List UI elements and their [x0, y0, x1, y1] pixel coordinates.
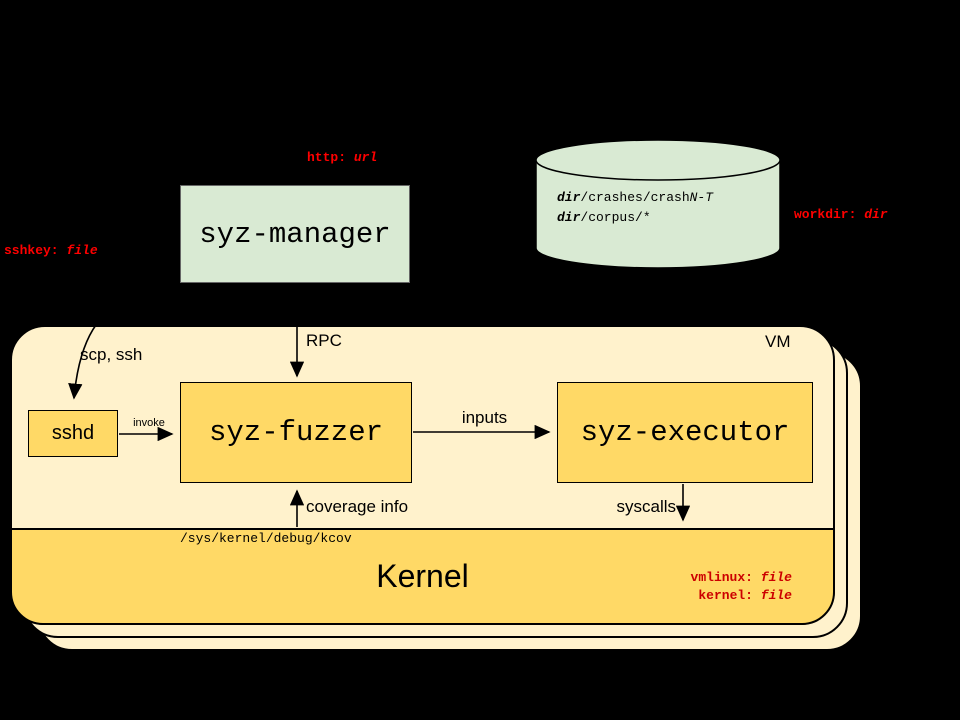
storage-dir-token: dir — [557, 210, 581, 225]
annotation-vmlinux: vmlinux: file — [600, 569, 792, 587]
sshd-label: sshd — [51, 422, 95, 444]
annotation-workdir-key: workdir: — [794, 207, 857, 222]
sshd-box: sshd — [28, 410, 118, 457]
syz-executor-box: syz-executor — [557, 382, 813, 483]
vm-label: VM — [765, 332, 791, 351]
coverage-info-label: coverage info — [306, 497, 409, 516]
storage-line-crashes: dir/crashes/crashN-T — [557, 190, 713, 205]
annotation-http-key: http: — [307, 150, 347, 165]
annotation-http: http: url — [307, 150, 377, 165]
annotation-vmlinux-value: file — [760, 570, 792, 585]
annotation-kernel-value: file — [760, 588, 792, 603]
annotation-workdir-value: dir — [864, 207, 888, 222]
storage-line-corpus: dir/corpus/* — [557, 210, 651, 225]
syz-executor-label: syz-executor — [580, 416, 790, 449]
annotation-workdir: workdir: dir — [794, 207, 888, 222]
inputs-label: inputs — [461, 408, 508, 427]
rpc-label: RPC — [306, 331, 342, 350]
annotation-sshkey: sshkey: file — [4, 243, 98, 258]
workdir-cylinder — [535, 139, 781, 269]
annotation-kernel: kernel: file — [600, 587, 792, 605]
storage-crashes-path: /crashes/crash — [580, 190, 690, 205]
annotation-sshkey-value: file — [66, 243, 98, 258]
annotation-kernel-key: kernel: — [698, 588, 753, 603]
kcov-path-label: /sys/kernel/debug/kcov — [180, 531, 352, 546]
storage-corpus-path: /corpus/* — [580, 210, 651, 225]
syz-fuzzer-box: syz-fuzzer — [180, 382, 412, 483]
syz-fuzzer-label: syz-fuzzer — [208, 416, 384, 449]
syz-manager-label: syz-manager — [199, 217, 391, 251]
kernel-label: Kernel — [376, 558, 469, 594]
annotation-vmlinux-kernel: vmlinux: file kernel: file — [600, 569, 792, 605]
kernel-band — [10, 528, 835, 625]
scp-ssh-label: scp, ssh — [80, 345, 143, 364]
invoke-label: invoke — [133, 417, 165, 429]
syz-manager-box: syz-manager — [180, 185, 410, 283]
storage-dir-token: dir — [557, 190, 581, 205]
annotation-vmlinux-key: vmlinux: — [690, 570, 753, 585]
syscalls-label: syscalls — [616, 497, 676, 516]
annotation-http-value: url — [353, 150, 378, 165]
annotation-sshkey-key: sshkey: — [4, 243, 59, 258]
storage-crash-var: N-T — [689, 190, 714, 205]
